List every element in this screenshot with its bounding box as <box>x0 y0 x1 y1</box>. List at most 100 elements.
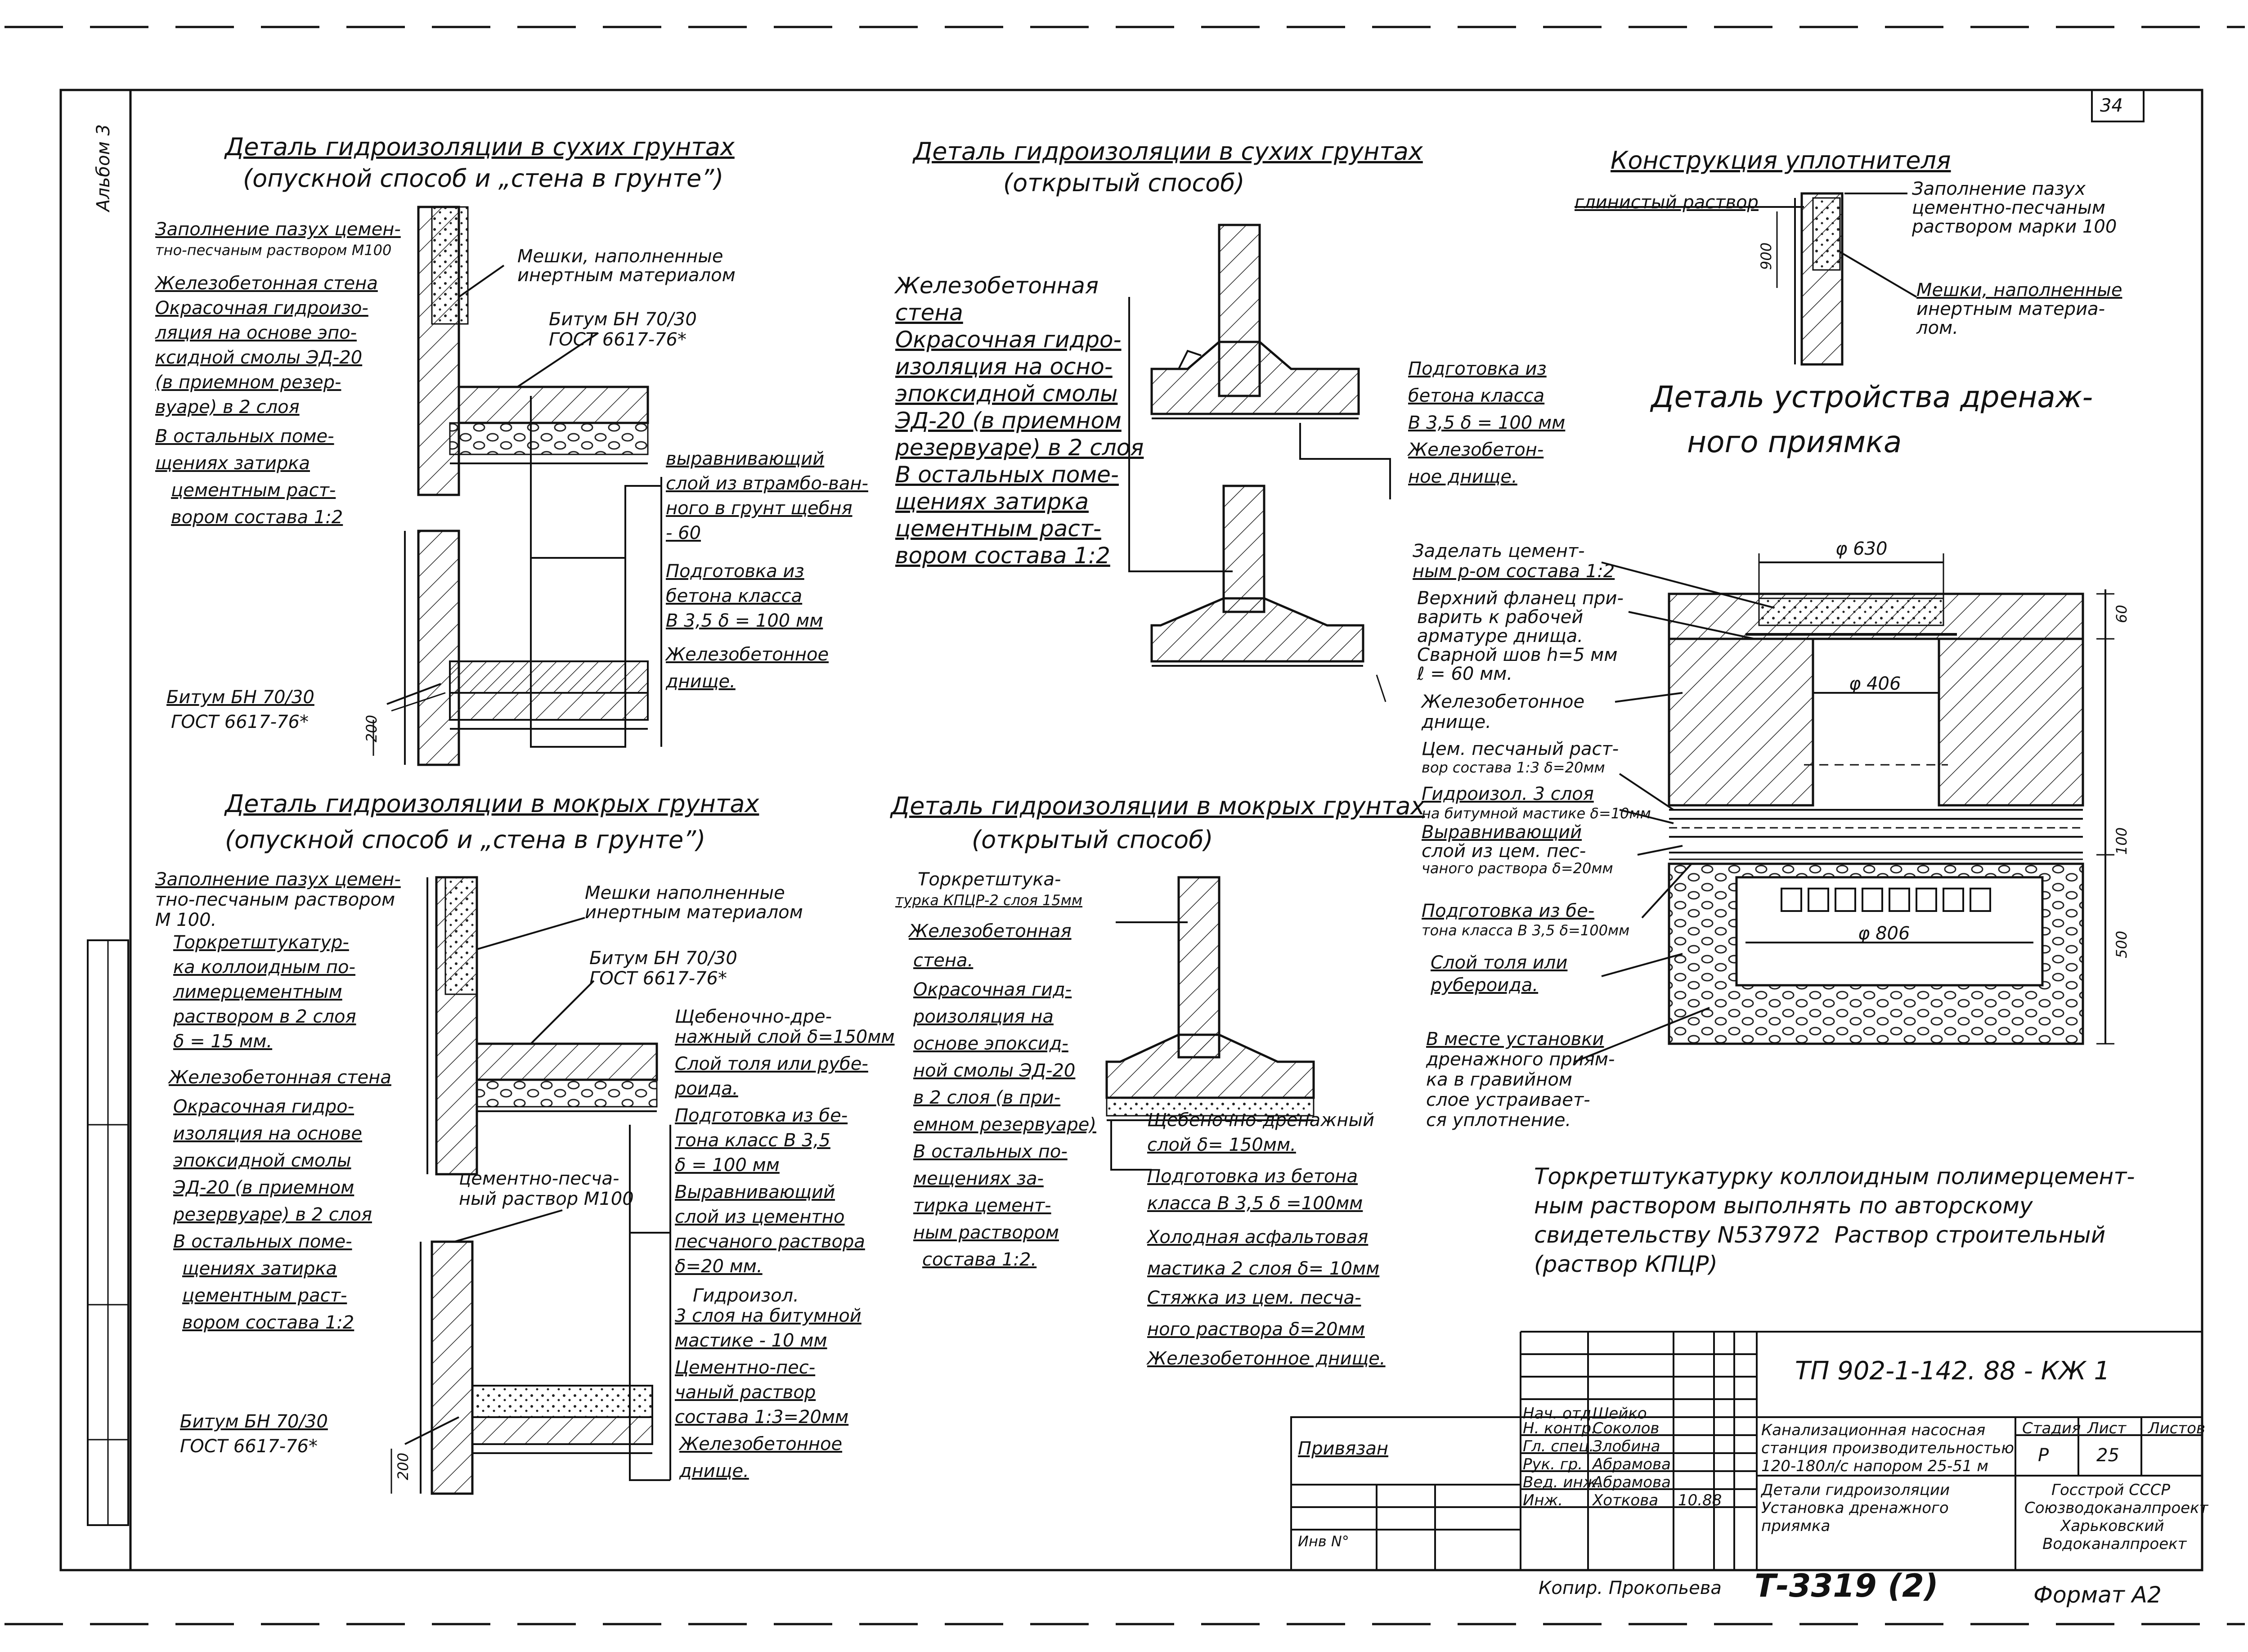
title-block-code: ТП 902-1-142. 88 - КЖ 1 <box>1795 1356 2110 1386</box>
wet-open-label-1: турка КПЦР-2 слоя 15мм <box>895 892 1083 909</box>
title-org-2: Харьковский <box>2060 1517 2164 1535</box>
wet-trench-bitumen-top-1: ГОСТ 6617-76* <box>589 968 727 989</box>
drain-dim-500: 500 <box>2113 930 2130 958</box>
dry-trench-bags-1: инертным материалом <box>517 265 736 286</box>
title-role-3: Рук. гр. <box>1523 1455 1583 1473</box>
wet-trench-right-0: Щебеночно-дре- <box>675 1006 832 1027</box>
title-name-1: Соколов <box>1593 1419 1660 1437</box>
wet-trench-title: Деталь гидроизоляции в мокрых грунтах <box>225 790 759 818</box>
page-number: 34 <box>2100 95 2123 116</box>
wet-trench-right-14: Цементно-пес- <box>675 1357 816 1378</box>
wet-trench-drawing <box>390 876 671 1495</box>
seal-dim: 900 <box>1758 242 1775 270</box>
wet-trench-label-6: раствором в 2 слоя <box>173 1006 356 1027</box>
wet-trench-right-10: δ=20 мм. <box>675 1256 763 1277</box>
wet-trench-mortar-0: цементно-песча- <box>459 1168 619 1189</box>
wet-open-label-2: Железобетонная <box>909 921 1072 942</box>
title-sheet: 25 <box>2096 1445 2119 1466</box>
wet-trench-right-13: мастике - 10 мм <box>675 1330 827 1351</box>
wet-trench-label-16: цементным раст- <box>182 1285 347 1306</box>
footnote-2: свидетельству N537972 Раствор строительн… <box>1534 1222 2106 1248</box>
wet-trench-label-7: δ = 15 мм. <box>173 1031 273 1052</box>
dry-trench-drawing <box>372 206 662 766</box>
wet-trench-label-0: Заполнение пазух цемен- <box>155 869 401 890</box>
drain-label-1: ным р-ом состава 1:2 <box>1413 561 1615 582</box>
dry-trench-right-2: ного в грунт щебня <box>666 498 853 519</box>
wet-trench-bitumen-bottom-0: Битум БН 70/30 <box>180 1411 328 1432</box>
wet-open-right-0: Щебеночно-дренажный <box>1147 1110 1375 1131</box>
title-date: 10.88 <box>1678 1491 1722 1509</box>
dry-trench-right-1: слой из втрамбо-ван- <box>666 473 868 494</box>
drain-label-7: Железобетонное <box>1422 691 1585 712</box>
dry-trench-right-7: Железобетонное <box>666 644 829 665</box>
title-name-2: Злобина <box>1593 1437 1660 1455</box>
dry-trench-label-4: ляция на основе эпо- <box>155 323 357 343</box>
title-role-1: Н. контр. <box>1523 1419 1596 1437</box>
dry-trench-dim: 200 <box>363 714 380 742</box>
dry-trench-right-8: днище. <box>666 671 736 692</box>
drain-d806: φ 806 <box>1858 923 1910 944</box>
drain-label-17: тона класса В 3,5 δ=100мм <box>1422 922 1630 939</box>
drain-sump-drawing <box>1574 553 2114 1063</box>
dry-open-label-4: эпоксидной смолы <box>895 381 1118 407</box>
dry-trench-label-2: Железобетонная стена <box>155 273 378 294</box>
dry-trench-right-0: выравнивающий <box>666 449 825 469</box>
wet-open-title: Деталь гидроизоляции в мокрых грунтах <box>891 792 1425 820</box>
dry-trench-label-6: (в приемном резер- <box>155 372 341 393</box>
wet-trench-right-17: Железобетонное <box>679 1434 843 1454</box>
dry-open-label-8: щениях затирка <box>895 489 1089 515</box>
drain-label-5: Сварной шов h=5 мм <box>1417 645 1618 665</box>
dry-trench-label-7: вуаре) в 2 слоя <box>155 397 300 417</box>
wet-trench-label-8: Железобетонная стена <box>169 1067 391 1088</box>
drain-note-0: В месте установки <box>1426 1029 1604 1050</box>
wet-open-label-3: стена. <box>913 950 974 971</box>
title-desc-0: Канализационная насосная <box>1761 1421 1986 1439</box>
drain-label-15: чаного раствора δ=20мм <box>1422 860 1613 877</box>
dry-open-right-1: бетона класса <box>1408 386 1545 406</box>
wet-trench-label-4: ка коллоидным по- <box>173 957 355 978</box>
dry-trench-label-9: щениях затирка <box>155 453 310 474</box>
wet-trench-label-9: Окрасочная гидро- <box>173 1096 354 1117</box>
wet-trench-subtitle: (опускной способ и „стена в грунте”) <box>225 826 706 854</box>
seal-drawing <box>1575 192 1917 366</box>
drain-title-1: ного приямка <box>1687 425 1902 459</box>
wet-trench-right-3: роида. <box>675 1078 738 1099</box>
wet-trench-bags-0: Мешки наполненные <box>585 883 785 903</box>
dry-open-drawing <box>1128 224 1391 702</box>
wet-trench-mortar-1: ный раствор М100 <box>459 1189 634 1209</box>
wet-trench-bags-1: инертным материалом <box>585 902 803 923</box>
wet-trench-bitumen-bottom-1: ГОСТ 6617-76* <box>180 1436 318 1457</box>
dry-open-label-2: Окрасочная гидро- <box>895 327 1122 353</box>
footer-format: Формат А2 <box>2033 1582 2162 1608</box>
drain-d406: φ 406 <box>1849 673 1901 694</box>
wet-trench-right-12: 3 слоя на битумной <box>675 1306 862 1326</box>
wet-open-label-0: Торкретштука- <box>918 869 1061 890</box>
wet-trench-right-9: песчаного раствора <box>675 1231 865 1252</box>
wet-trench-label-13: резервуаре) в 2 слоя <box>173 1204 372 1225</box>
dry-open-label-5: ЭД-20 (в приемном <box>895 408 1122 434</box>
drain-note-4: ся уплотнение. <box>1426 1110 1571 1131</box>
dry-trench-right-5: бетона класса <box>666 586 803 606</box>
wet-trench-label-10: изоляция на основе <box>173 1123 363 1144</box>
drain-note-2: ка в гравийном <box>1426 1069 1572 1090</box>
drain-label-11: Гидроизол. 3 слоя <box>1422 784 1594 804</box>
dry-open-label-1: стена <box>895 300 963 326</box>
footnote-3: (раствор КПЦР) <box>1534 1251 1718 1277</box>
drain-label-18: Слой толя или <box>1431 952 1568 973</box>
wet-trench-label-12: ЭД-20 (в приемном <box>173 1177 354 1198</box>
dry-trench-title: Деталь гидроизоляции в сухих грунтах <box>225 133 735 161</box>
seal-clay: глинистый раствор <box>1575 192 1759 213</box>
title-name-5: Хоткова <box>1593 1491 1659 1509</box>
footnote-1: ным раствором выполнять по авторскому <box>1534 1193 2033 1219</box>
wet-open-right-8: Железобетонное днище. <box>1147 1348 1386 1369</box>
seal-fill-1: цементно-песчаным <box>1912 198 2105 218</box>
wet-trench-label-17: вором состава 1:2 <box>182 1312 354 1333</box>
wet-open-label-6: основе эпоксид- <box>913 1033 1068 1054</box>
seal-fill-2: раствором марки 100 <box>1912 216 2117 237</box>
dry-open-right-3: Железобетон- <box>1408 440 1544 460</box>
wet-open-right-5: мастика 2 слоя δ= 10мм <box>1147 1258 1380 1279</box>
title-sheets-header: Листов <box>2148 1419 2206 1437</box>
dry-trench-label-8: В остальных поме- <box>155 426 334 447</box>
wet-open-right-6: Стяжка из цем. песча- <box>1147 1288 1361 1308</box>
